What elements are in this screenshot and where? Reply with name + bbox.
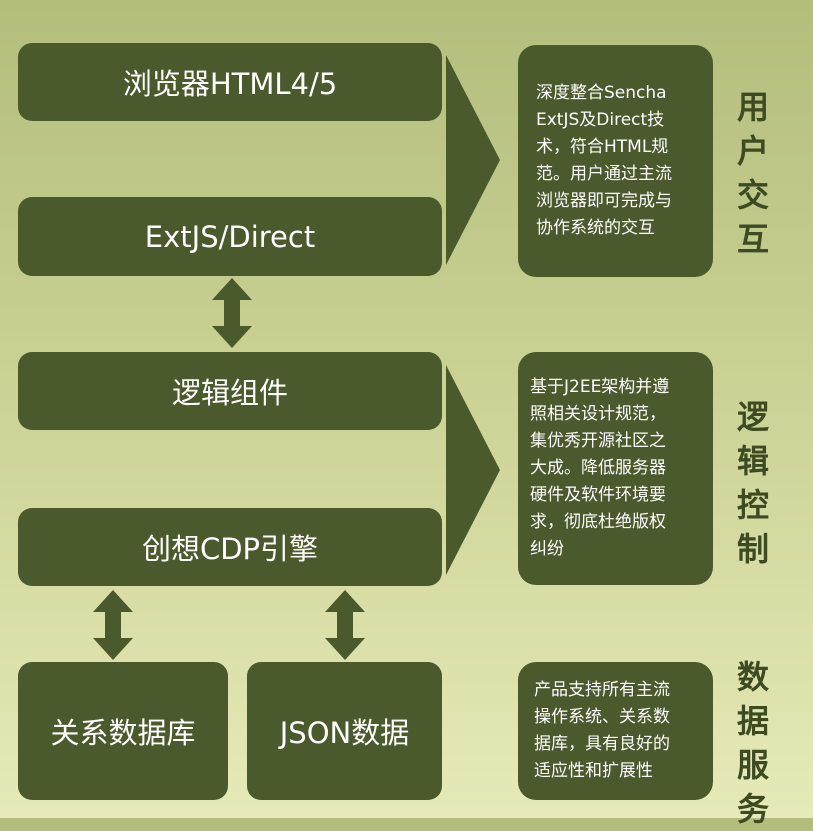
chevron-arrow-logic-layer <box>446 365 500 575</box>
chevron-arrow-user-layer <box>446 55 500 265</box>
user-layer-label: 用户交互 <box>736 88 769 258</box>
box-label: JSON数据 <box>279 716 410 750</box>
data-layer-label: 数据服务 <box>736 658 769 828</box>
double-arrow-engine-json <box>325 590 365 660</box>
relational-db-box: 关系数据库 <box>18 662 228 800</box>
logic-layer-description: 基于J2EE架构并遵 照相关设计规范， 集优秀开源社区之 大成。降低服务器 硬件… <box>518 352 713 585</box>
double-arrow-engine-db <box>93 590 133 660</box>
user-layer-description: 深度整合Sencha ExtJS及Direct技 术，符合HTML规 范。用户通… <box>518 45 713 277</box>
browser-html-box: 浏览器HTML4/5 <box>18 43 442 121</box>
box-label: 逻辑组件 <box>171 376 288 410</box>
data-layer-description: 产品支持所有主流 操作系统、关系数 据库，具有良好的 适应性和扩展性 <box>518 662 713 800</box>
cdp-engine-box: 创想CDP引擎 <box>18 508 442 586</box>
box-label: 浏览器HTML4/5 <box>122 67 338 101</box>
box-label: ExtJS/Direct <box>144 219 316 254</box>
extjs-direct-box: ExtJS/Direct <box>18 197 442 276</box>
box-label: 关系数据库 <box>50 716 196 750</box>
logic-component-box: 逻辑组件 <box>18 352 442 430</box>
box-label: 创想CDP引擎 <box>141 532 319 566</box>
json-data-box: JSON数据 <box>247 662 442 800</box>
double-arrow-extjs-logic <box>212 278 252 348</box>
logic-layer-label: 逻辑控制 <box>736 398 769 568</box>
